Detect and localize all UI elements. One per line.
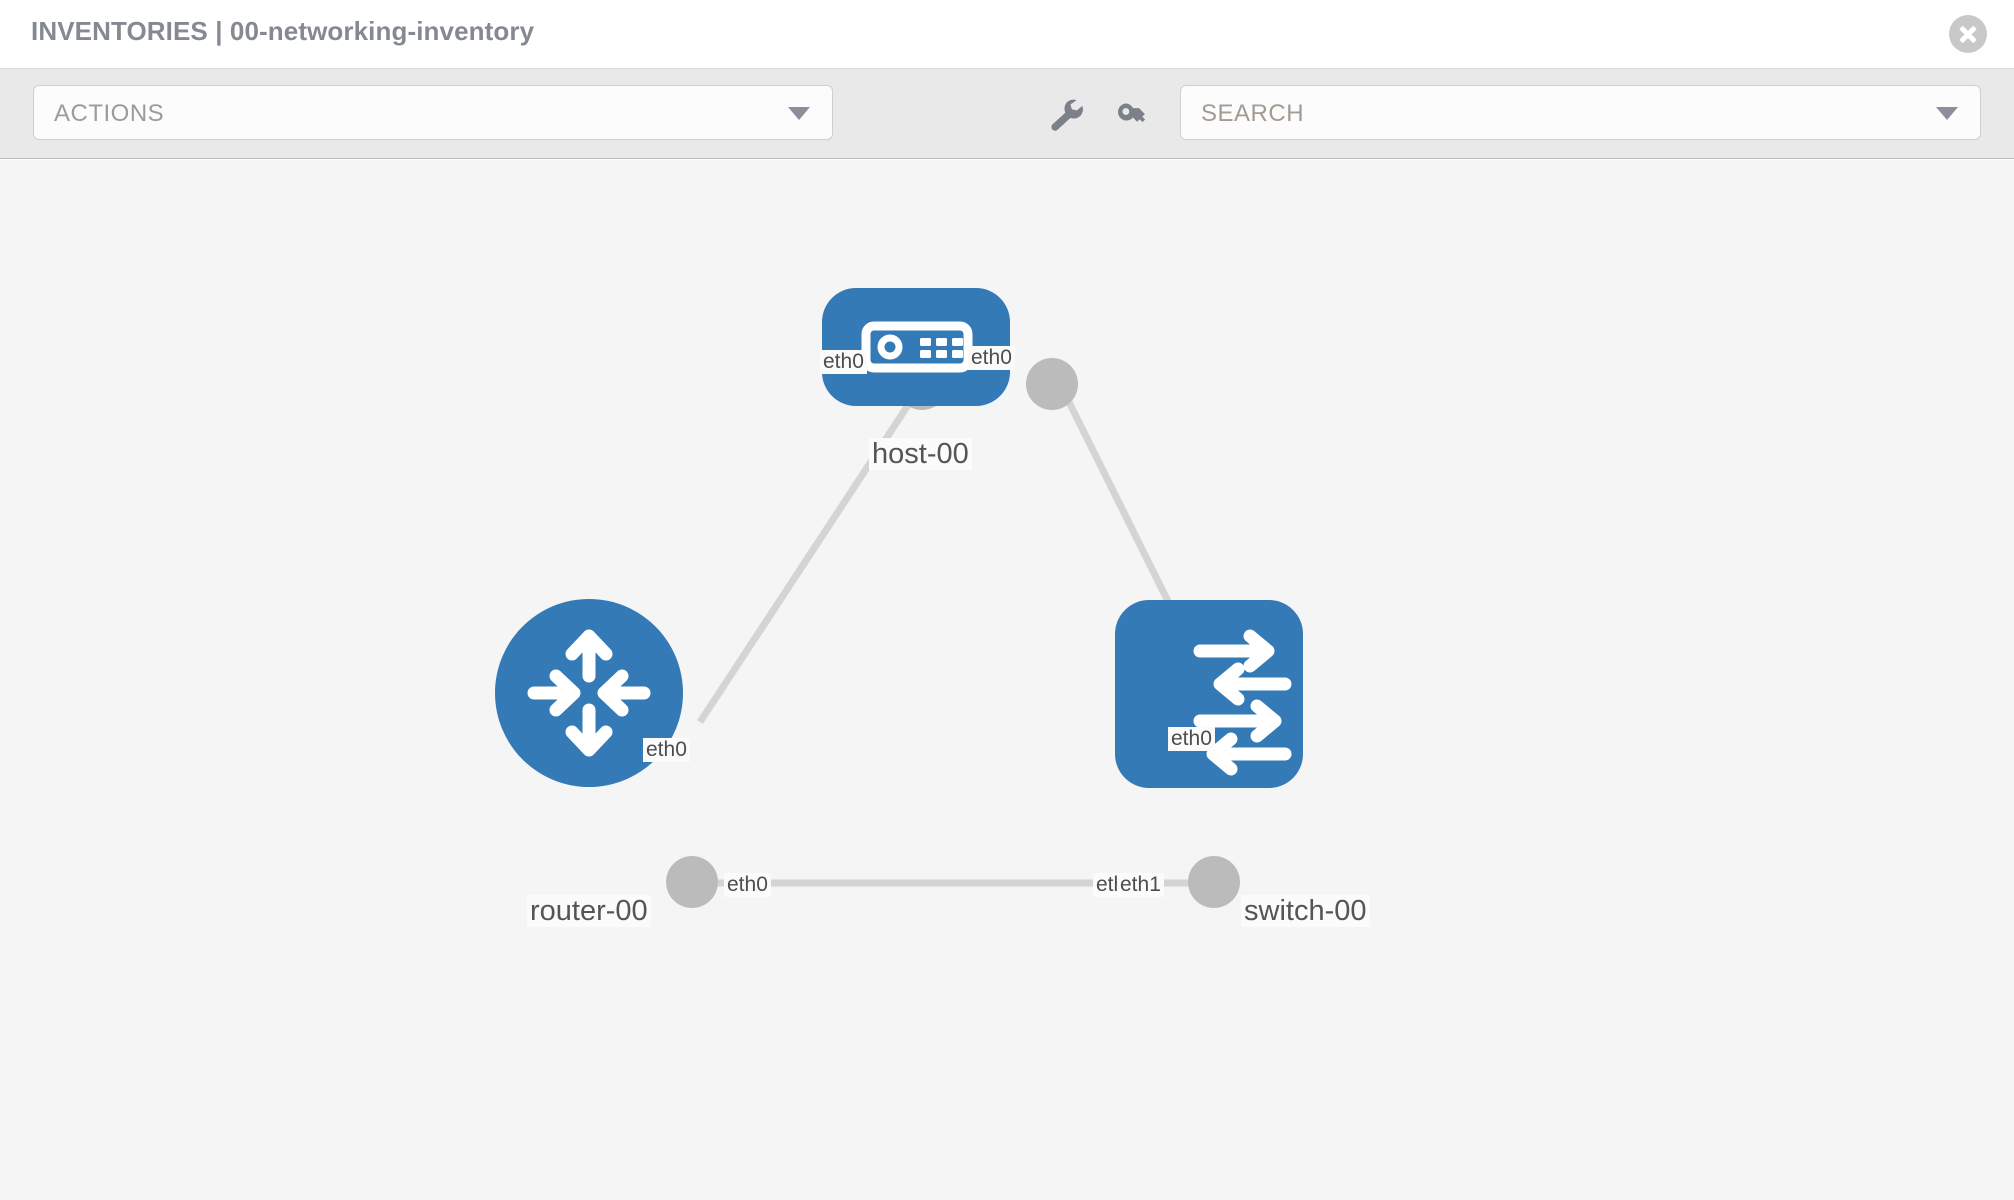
actions-dropdown[interactable]: ACTIONS: [33, 85, 833, 140]
connector-switch00-eth1: [1188, 856, 1240, 908]
topology-canvas[interactable]: eth0 eth0 eth0 eth0 eth0 eth0 eth1 host-…: [0, 160, 2014, 1200]
key-icon[interactable]: [1112, 97, 1154, 135]
window-header: INVENTORIES | 00-networking-inventory: [0, 0, 2014, 69]
node-host-00-shape: [822, 288, 1010, 406]
node-switch-00: [1115, 600, 1303, 788]
node-label-host-00: host-00: [869, 438, 972, 471]
chevron-down-icon: [788, 107, 810, 120]
node-router-00-shape: [495, 599, 683, 787]
node-label-router-00: router-00: [527, 895, 651, 928]
router-arrows-icon: [527, 629, 651, 757]
node-label-switch-00: switch-00: [1241, 895, 1370, 928]
connector-host00-eth0-right: [1026, 358, 1078, 410]
iface-label-switch00-eth1: eth1: [1117, 873, 1164, 898]
chevron-down-icon: [1936, 107, 1958, 120]
iface-label-switch00-uplink-eth0: eth0: [1168, 727, 1215, 752]
wrench-icon[interactable]: [1045, 97, 1087, 135]
search-input[interactable]: SEARCH: [1180, 85, 1981, 140]
close-icon[interactable]: [1949, 15, 1987, 53]
iface-label-router00-eth0: eth0: [724, 873, 771, 898]
toolbar: ACTIONS SEARCH: [0, 69, 2014, 159]
node-router-00: [495, 599, 683, 787]
actions-dropdown-label: ACTIONS: [54, 100, 165, 127]
page-title: INVENTORIES | 00-networking-inventory: [31, 16, 535, 46]
topology-graph: [495, 288, 1303, 908]
connector-router00-eth0: [666, 856, 718, 908]
iface-label-host00-eth0-right: eth0: [968, 346, 1015, 371]
switch-arrows-icon: [1193, 629, 1292, 776]
iface-label-router00-uplink-eth0: eth0: [643, 738, 690, 763]
search-placeholder: SEARCH: [1201, 100, 1305, 127]
iface-label-host00-eth0-left: eth0: [820, 350, 867, 375]
